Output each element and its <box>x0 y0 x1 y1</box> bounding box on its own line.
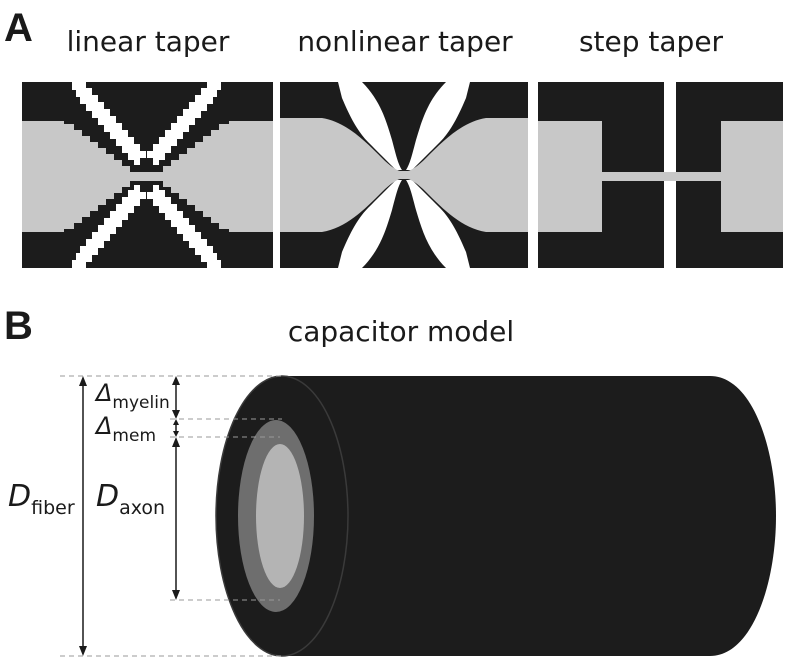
membrane-thickness-label: Δmem <box>94 412 156 446</box>
axon-core-ellipse <box>256 444 304 588</box>
linear-taper-gap-bottom-left <box>72 185 146 268</box>
linear-taper-diagram <box>22 82 273 268</box>
fiber-diameter-label: Dfiber <box>8 479 75 519</box>
myelin-thickness-subscript: myelin <box>112 393 169 413</box>
linear-taper-gap-top-left <box>72 82 146 165</box>
step-taper-right-pad <box>721 121 783 232</box>
fiber-dimension-arrow <box>79 376 87 656</box>
membrane-dimension-arrow <box>173 419 179 437</box>
nonlinear-taper-label: nonlinear taper <box>297 25 513 58</box>
membrane-thickness-symbol: Δ <box>94 412 112 440</box>
myelin-dimension-arrow <box>172 376 180 419</box>
nonlinear-taper-gap-top-right <box>406 82 470 170</box>
capacitor-model-diagram: Dfiber Daxon Δmyelin Δmem <box>8 375 776 657</box>
nonlinear-taper-gap-bottom-right <box>406 180 470 268</box>
panel-a-letter: A <box>4 6 33 50</box>
linear-taper-label: linear taper <box>66 25 230 58</box>
nonlinear-taper-gap-bottom-left <box>338 180 402 268</box>
linear-taper-wire <box>130 172 163 181</box>
nonlinear-taper-diagram <box>280 82 528 268</box>
nonlinear-taper-channel <box>280 118 528 232</box>
axon-diameter-symbol: D <box>96 479 119 514</box>
axon-dimension-arrow <box>172 437 180 600</box>
myelin-thickness-label: Δmyelin <box>94 379 170 413</box>
capacitor-model-title: capacitor model <box>287 315 515 348</box>
panel-b-letter: B <box>4 304 33 348</box>
axon-diameter-label: Daxon <box>96 479 165 519</box>
fiber-diameter-symbol: D <box>8 479 31 514</box>
membrane-thickness-subscript: mem <box>112 426 156 446</box>
dimension-guide-lines <box>60 375 282 657</box>
fiber-diameter-subscript: fiber <box>31 497 75 519</box>
myelin-thickness-symbol: Δ <box>94 379 112 407</box>
step-taper-left-pad <box>538 121 602 232</box>
linear-taper-gap-bottom-right <box>147 185 221 268</box>
linear-taper-gap-top-right <box>147 82 221 165</box>
step-taper-wire <box>602 172 721 181</box>
step-taper-diagram <box>538 82 783 268</box>
axon-diameter-subscript: axon <box>119 497 165 519</box>
fiber-cylinder-body <box>282 376 776 656</box>
step-taper-label: step taper <box>578 25 724 58</box>
nonlinear-taper-gap-top-left <box>338 82 402 170</box>
